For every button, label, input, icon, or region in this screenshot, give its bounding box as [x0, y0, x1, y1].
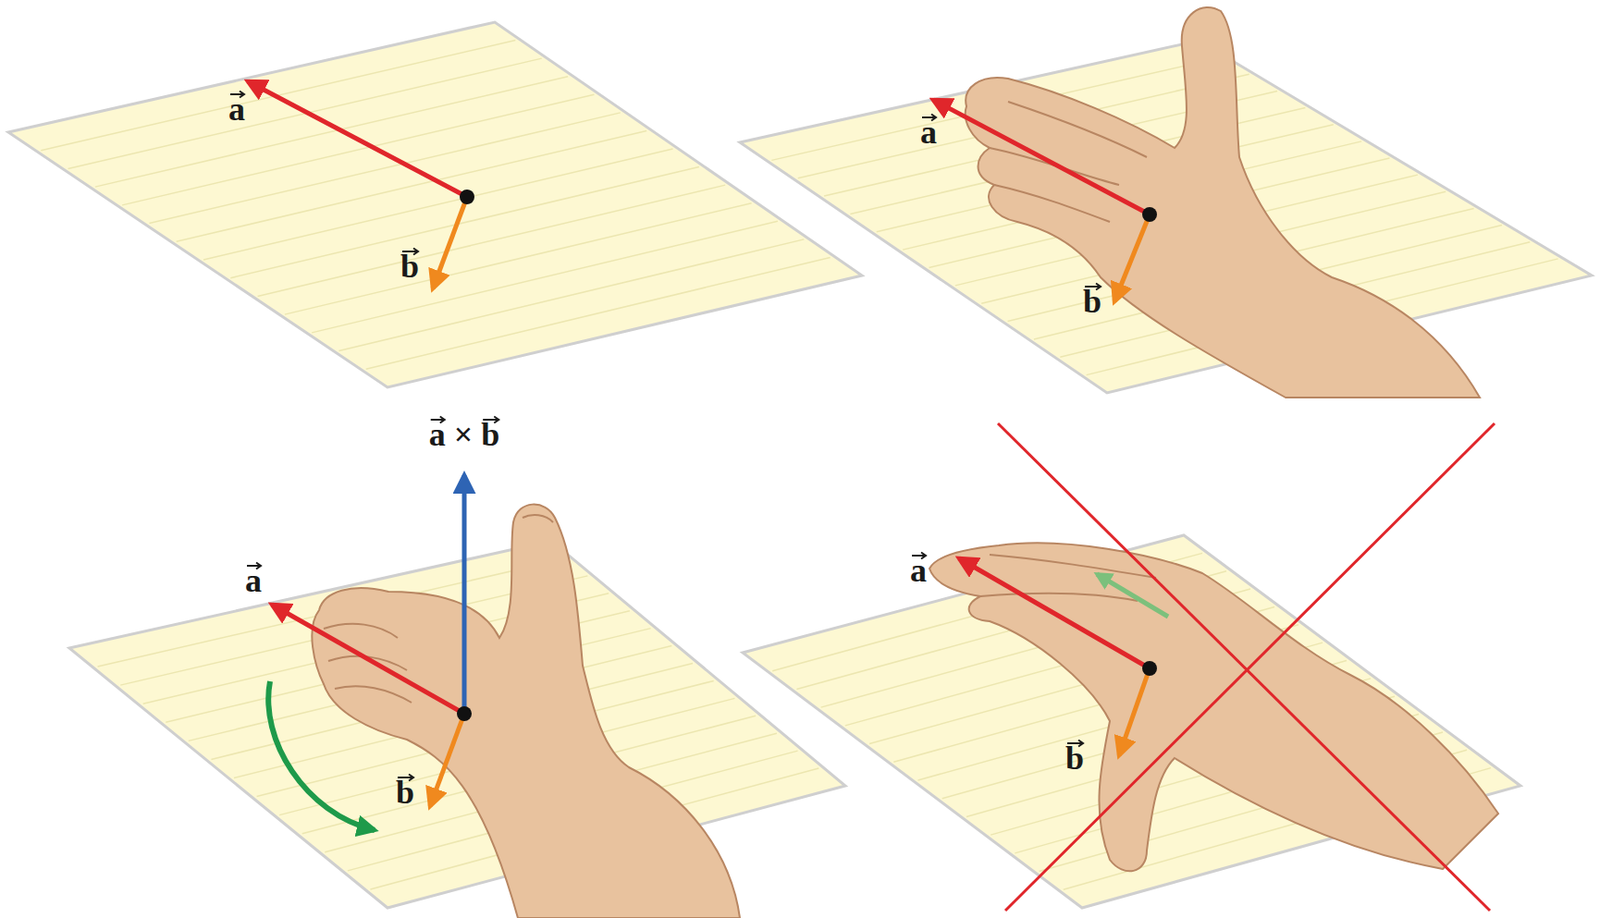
vector-label: a — [245, 564, 262, 598]
origin-dot — [1142, 661, 1157, 677]
paper-rule — [230, 167, 700, 279]
paper-rule — [148, 112, 620, 224]
paper-rule — [284, 203, 752, 315]
paper-rule — [203, 148, 674, 260]
wrong-hand — [929, 542, 1499, 872]
paper-sheet — [8, 22, 862, 388]
paper-rule — [366, 257, 831, 370]
vector-b — [1114, 214, 1150, 302]
vector-label: a — [228, 92, 246, 126]
paper-rules — [40, 40, 1558, 891]
wrong-cross — [997, 423, 1495, 911]
vector-a — [959, 558, 1150, 669]
curled-hand — [311, 504, 740, 918]
vector-a — [271, 604, 465, 714]
paper-rule — [95, 76, 568, 187]
vector-label: b — [395, 775, 415, 810]
paper-rule — [338, 239, 804, 352]
vector-label: b — [1083, 284, 1102, 319]
paper-rule — [176, 130, 647, 242]
vector-label: a — [910, 553, 927, 588]
vector-b — [1119, 668, 1150, 756]
paper-rule — [311, 221, 778, 333]
hands — [311, 7, 1499, 918]
paper-rule — [122, 94, 594, 206]
vectors — [247, 81, 1150, 807]
paper-rule — [258, 184, 727, 296]
vector-label: b — [400, 249, 419, 284]
origin-dot — [456, 706, 472, 722]
cross-line — [997, 423, 1490, 911]
vector-a — [247, 81, 468, 197]
origin-dot — [1142, 207, 1157, 222]
vector-a — [933, 99, 1150, 215]
vector-b — [432, 196, 468, 289]
finger-lines — [989, 101, 1147, 222]
origin-dots — [456, 189, 1157, 722]
paper-sheet — [742, 535, 1521, 909]
origin-dot — [459, 189, 475, 205]
flat-hand — [965, 7, 1480, 398]
vector-cross-product — [462, 475, 468, 714]
vector-label: a × b — [429, 418, 501, 452]
finger-curls — [323, 515, 554, 703]
cross-line — [1005, 423, 1495, 911]
vector-b — [430, 713, 465, 807]
rotation-arrow — [268, 681, 375, 831]
vector-label: a — [920, 115, 937, 149]
vector-label: b — [1065, 741, 1084, 776]
